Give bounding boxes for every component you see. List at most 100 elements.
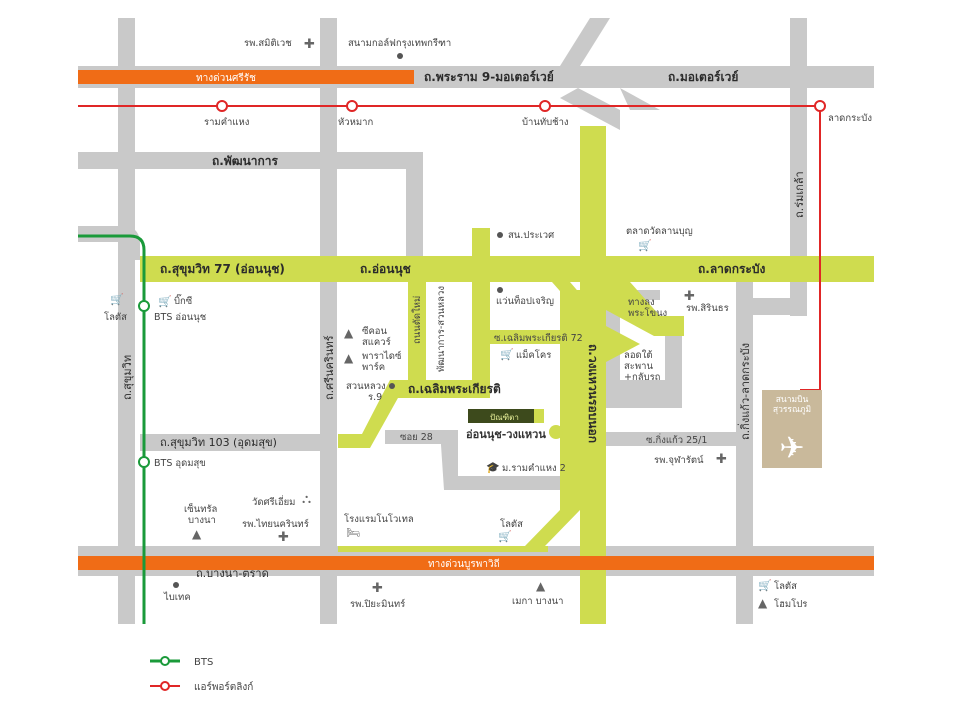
road-chalermprakiat (390, 380, 490, 398)
mall-icon: ▲ (758, 596, 768, 610)
label-bangna-trat: ถ.บางนา-ตราด (196, 567, 269, 580)
label-romklao: ถ.ร่มเกล้า (793, 171, 806, 218)
poi-lotus-mid: โลตัส (500, 518, 523, 530)
hospital-icon: ✚ (372, 581, 383, 596)
poi-seacon: ซีคอนสแควร์ (362, 325, 391, 348)
label-ring-road: ถ.วงแหวนรอบนอก (586, 344, 600, 443)
label-kingkaew: ถ.กิ่งแก้ว-ลาดกระบัง (737, 343, 752, 440)
station-bts-udomsuk (138, 456, 150, 468)
road-srinakarin (320, 18, 337, 624)
project-dot (549, 425, 563, 439)
road-kingkaew (736, 278, 753, 624)
poi-lotus-right: โลตัส (774, 580, 797, 592)
label-srinakarin: ถ.ศรีนครินทร์ (323, 335, 336, 400)
legend-airport-link-label: แอร์พอร์ตลิงก์ (194, 681, 253, 693)
poi-rp-samitivej: รพ.สมิติเวช (244, 38, 292, 49)
road-tuaymai (408, 280, 426, 396)
airport-label: สนามบินสุวรรณภูมิ (773, 395, 811, 415)
bts-line (78, 234, 150, 624)
label-tuaymai: ถนนตัดใหม่ (411, 296, 423, 344)
road-chalermprakiat72 (490, 330, 582, 344)
legend: BTS แอร์พอร์ตลิงก์ (150, 656, 253, 693)
hospital-icon: ✚ (684, 289, 695, 304)
road-sukhumvit103 (140, 434, 325, 451)
label-station-huamak: หัวหมาก (338, 117, 373, 128)
cart-icon: 🛒 (110, 293, 124, 306)
cart-icon: 🛒 (758, 579, 772, 592)
project-label: อ่อนนุช-วงแหวน (466, 428, 546, 442)
dot-icon (497, 287, 503, 293)
poi-rp-piyamin: รพ.ปิยะมินทร์ (350, 598, 405, 610)
poi-rp-jutharat: รพ.จุฬารัตน์ (654, 454, 704, 466)
road-sukhumvit-vertical (118, 18, 135, 624)
road-sukhumvit77 (140, 256, 874, 282)
cart-icon: 🛒 (158, 295, 172, 308)
road-phatthanakan-suanluang (472, 228, 490, 396)
pois: ✚ ✚ ✚ ✚ ✚ 🛒 🛒 🛒 🛒 🛒 🛒 ▲ ▲ ▲ ▲ ▲ ⛬ 🎓 🛏 รพ… (104, 37, 807, 610)
label-bts-onnut: BTS อ่อนนุช (154, 312, 207, 323)
airport-box: สนามบินสุวรรณภูมิ ✈ (762, 390, 822, 468)
station-ramkhamhaeng (216, 100, 228, 112)
label-sukhumvit77: ถ.สุขุมวิท 77 (อ่อนนุช) (160, 262, 285, 277)
label-onnut: ถ.อ่อนนุช (360, 262, 411, 277)
poi-bitec: ไบเทค (163, 591, 191, 603)
poi-thang-long: ทางลงพระโขนง (628, 297, 667, 319)
expressways: ทางด่วนศรีรัช ทางด่วนบูรพาวิถี (78, 70, 874, 570)
project-brand-box (468, 409, 544, 423)
station-latkrabang (814, 100, 826, 112)
mall-icon: ▲ (536, 579, 546, 593)
label-kingkaew25: ซ.กิ่งแก้ว 25/1 (646, 433, 707, 446)
hospital-icon: ✚ (278, 530, 289, 545)
poi-wat-sri: วัดศรีเอี่ยม (252, 495, 295, 508)
poi-makro: แม็คโคร (516, 348, 551, 361)
legend-bts-label: BTS (194, 657, 213, 668)
road-kingkaew25 (605, 432, 740, 446)
poi-paradise: พาราไดซ์พาร์ค (362, 350, 402, 373)
label-station-ramkhamhaeng: รามคำแหง (204, 117, 249, 128)
label-sukhumvit103: ถ.สุขุมวิท 103 (อุดมสุข) (160, 436, 277, 449)
poi-central-bangna: เซ็นทรัลบางนา (184, 502, 218, 526)
poi-homepro: โฮมโปร (774, 598, 807, 610)
station-bts-onnut (138, 300, 150, 312)
green-roads (140, 126, 874, 624)
expressway-top (78, 70, 414, 84)
expressway-bottom (78, 556, 874, 570)
label-latkrabang: ถ.ลาดกระบัง (698, 262, 765, 276)
poi-novotel: โรงแรมโนโวเทล (344, 513, 414, 525)
label-bts-udomsuk: BTS อุดมสุข (154, 458, 206, 469)
station-huamak (346, 100, 358, 112)
airport-link-line (78, 100, 826, 391)
poi-lotus-left: โลตัส (104, 311, 127, 323)
mall-icon: ▲ (344, 326, 354, 340)
temple-icon: ⛬ (302, 492, 311, 507)
poi-rp-thainakarin: รพ.ไทยนครินทร์ (242, 518, 309, 530)
project-brand-label: ปัณฑิตา (490, 413, 519, 422)
label-motorway: ถ.มอเตอร์เวย์ (668, 70, 738, 84)
poi-golf: สนามกอล์ฟกรุงเทพกรีฑา (348, 37, 451, 49)
hotel-icon: 🛏 (346, 526, 360, 539)
expressway-top-label: ทางด่วนศรีรัช (196, 72, 256, 84)
road-ring (580, 126, 606, 624)
poi-ram2: ม.รามคำแหง 2 (502, 463, 566, 474)
poi-mega: เมกา บางนา (512, 596, 563, 607)
road-romklao (790, 18, 807, 316)
poi-rp-sirindhorn: รพ.สิรินธร (686, 303, 729, 314)
label-phatthanakan: ถ.พัฒนาการ (212, 154, 279, 168)
dot-icon (397, 53, 403, 59)
poi-suanluang: สวนหลวงร.9 (346, 381, 386, 403)
poi-bigc: บิ๊กซี (174, 293, 193, 307)
mall-icon: ▲ (192, 527, 202, 541)
road-labels: ถ.พระราม 9-มอเตอร์เวย์ ถ.มอเตอร์เวย์ ถ.พ… (121, 70, 806, 580)
cart-icon: 🛒 (498, 530, 512, 543)
cart-icon: 🛒 (638, 239, 652, 252)
station-labels: รามคำแหง หัวหมาก บ้านทับช้าง ลาดกระบัง B… (154, 113, 872, 469)
label-station-latkrabang: ลาดกระบัง (828, 113, 872, 124)
label-phatthanakan-suanluang: พัฒนาการ-สวนหลวง (436, 286, 447, 372)
label-chalermprakiat: ถ.เฉลิมพระเกียรติ (408, 382, 501, 396)
hospital-icon: ✚ (304, 37, 315, 52)
project-marker[interactable]: ปัณฑิตา อ่อนนุช-วงแหวน (466, 409, 563, 442)
label-chalermprakiat72: ซ.เฉลิมพระเกียรติ 72 (494, 332, 583, 344)
station-bantapsang (539, 100, 551, 112)
dot-icon (497, 232, 503, 238)
